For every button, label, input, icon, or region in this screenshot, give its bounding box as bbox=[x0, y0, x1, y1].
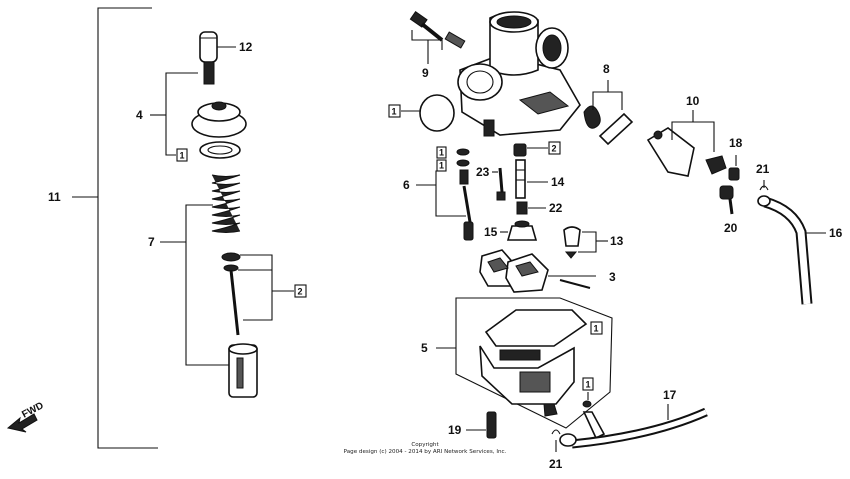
part-10-choke-lever: 10 bbox=[646, 94, 727, 177]
part-14-needle-jet-holder: 14 2 bbox=[513, 141, 565, 199]
carburetor-body bbox=[457, 11, 581, 137]
callout-12: 12 bbox=[239, 40, 253, 54]
callout-6: 6 bbox=[403, 178, 410, 192]
callout-8: 8 bbox=[603, 62, 610, 76]
part-19-screw: 19 bbox=[448, 411, 497, 439]
part-21-clip-upper: 21 bbox=[756, 162, 770, 191]
ref-bracket-2-left: 2 bbox=[238, 254, 307, 321]
part-18-screw: 18 bbox=[728, 136, 743, 181]
callout-15: 15 bbox=[484, 225, 498, 239]
callout-5: 5 bbox=[421, 341, 428, 355]
ref-box-1-left: 1 bbox=[180, 151, 185, 161]
part-21-clip-lower: 21 bbox=[549, 429, 563, 471]
ref-box-1-jet-a: 1 bbox=[439, 148, 444, 158]
copyright-line-2: Page design (c) 2004 - 2014 by ARI Netwo… bbox=[344, 449, 507, 455]
ref-box-1-gasket: 1 bbox=[392, 107, 397, 117]
part-6-slow-jet-set: 1 1 6 bbox=[403, 146, 474, 241]
ref-box-1-chamber: 1 bbox=[594, 324, 599, 334]
assembly-bracket-11: 11 bbox=[48, 7, 158, 449]
callout-21-upper: 21 bbox=[756, 162, 770, 176]
callout-22: 22 bbox=[549, 201, 563, 215]
part-4-carburetor-top: 4 1 bbox=[136, 72, 247, 162]
part-16-vent-tube: 16 bbox=[757, 195, 843, 305]
callout-20: 20 bbox=[724, 221, 738, 235]
part-17-drain-tube: 17 bbox=[559, 388, 708, 449]
part-1-o-ring-gasket: 1 bbox=[388, 94, 455, 132]
ref-box-1-jet-b: 1 bbox=[439, 161, 444, 171]
part-22-main-jet: 22 bbox=[516, 201, 563, 215]
part-9-screw-set: 9 bbox=[409, 11, 466, 80]
copyright-notice: Copyright Page design (c) 2004 - 2014 by… bbox=[344, 442, 507, 455]
callout-7: 7 bbox=[148, 235, 155, 249]
part-5-float-chamber: 5 1 1 bbox=[421, 297, 613, 440]
part-8-throttle-stop-screw: 8 bbox=[583, 62, 634, 146]
callout-4: 4 bbox=[136, 108, 143, 122]
callout-11: 11 bbox=[48, 190, 61, 204]
part-20-screw: 20 bbox=[719, 185, 738, 235]
callout-18: 18 bbox=[729, 136, 743, 150]
part-23-air-screw: 23 bbox=[476, 165, 506, 201]
callout-3: 3 bbox=[609, 270, 616, 284]
forward-direction-arrow: FWD bbox=[6, 400, 46, 433]
part-7-throttle-valve-set: 7 bbox=[148, 174, 258, 398]
part-13-float-valve: 13 bbox=[563, 226, 624, 259]
callout-17: 17 bbox=[663, 388, 677, 402]
copyright-line-1: Copyright bbox=[411, 442, 439, 448]
part-3-float: 3 bbox=[479, 249, 616, 293]
ref-box-2-needle-jet: 2 bbox=[552, 144, 557, 154]
callout-14: 14 bbox=[551, 175, 565, 189]
callout-13: 13 bbox=[610, 234, 624, 248]
callout-19: 19 bbox=[448, 423, 462, 437]
ref-box-2-left: 2 bbox=[298, 287, 303, 297]
part-15-jet-holder: 15 bbox=[484, 220, 538, 241]
callout-9: 9 bbox=[422, 66, 429, 80]
part-12-cable-adjuster: 12 bbox=[199, 31, 253, 85]
callout-21-lower: 21 bbox=[549, 457, 563, 471]
callout-16: 16 bbox=[829, 226, 843, 240]
callout-23: 23 bbox=[476, 165, 490, 179]
callout-10: 10 bbox=[686, 94, 700, 108]
ref-box-1-drain: 1 bbox=[586, 380, 591, 390]
